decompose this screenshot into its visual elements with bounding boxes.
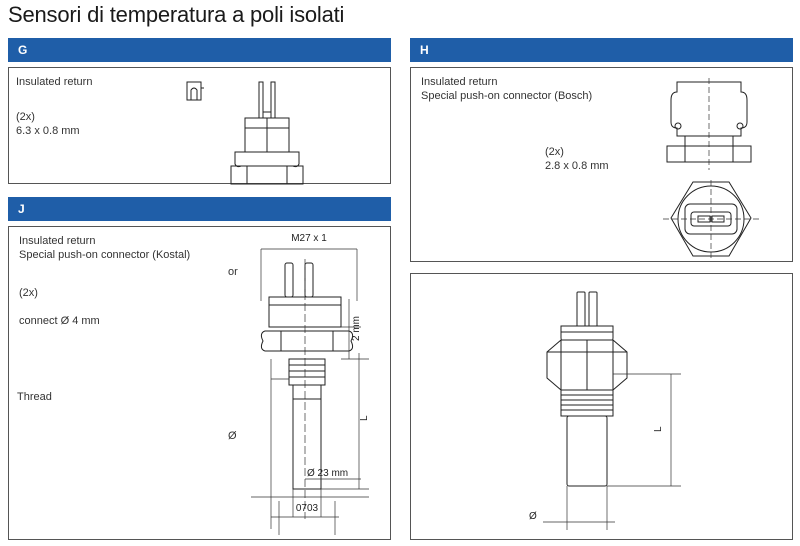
section-panel-photo: L Ø: [410, 273, 793, 540]
j-connector-label: Special push-on connector (Kostal): [19, 249, 191, 261]
section-header-h: H: [410, 38, 793, 62]
j-thread-label: Thread: [17, 391, 52, 403]
photo-diameter-dim-label: Ø: [529, 511, 537, 522]
h-size-label: 2.8 x 0.8 mm: [545, 160, 609, 172]
section-panel-j: Insulated return Special push-on connect…: [8, 226, 391, 540]
g-size-label: 6.3 x 0.8 mm: [16, 125, 80, 137]
h-connector-label: Special push-on connector (Bosch): [421, 90, 593, 102]
j-code-dim-label: 0703: [296, 503, 319, 514]
j-count-label: (2x): [19, 287, 38, 299]
j-length-dim-label: L: [359, 415, 370, 421]
section-panel-g: Insulated return (2x) 6.3 x 0.8 mm: [8, 67, 391, 185]
j-height-dim-label: 2 mm: [351, 316, 362, 341]
g-sensor-drawing: [230, 81, 304, 185]
section-header-j: J: [8, 197, 391, 221]
j-return-label: Insulated return: [19, 235, 96, 247]
j-thread-dim-label: M27 x 1: [291, 233, 327, 244]
photo-length-dim-label: L: [653, 426, 664, 432]
g-count-label: (2x): [16, 111, 35, 123]
j-connect-label: connect Ø 4 mm: [19, 315, 100, 327]
h-return-label: Insulated return: [421, 76, 498, 88]
g-connector-icon: [186, 81, 204, 101]
section-panel-h: Insulated return Special push-on connect…: [410, 67, 793, 262]
j-or-label: or: [228, 266, 238, 278]
h-count-label: (2x): [545, 146, 564, 158]
section-header-g: G: [8, 38, 391, 62]
h-sensor-top-drawing: [663, 180, 759, 260]
g-return-label: Insulated return: [16, 76, 93, 88]
j-flange-dim-label: Ø 23 mm: [307, 468, 348, 479]
sensor-photo-drawing: L Ø: [529, 291, 681, 530]
j-diameter-label: Ø: [228, 430, 237, 442]
page-title: Sensori di temperatura a poli isolati: [8, 2, 345, 27]
h-sensor-side-drawing: [666, 78, 752, 170]
j-sensor-drawing: M27 x 1 2 mm L Ø 23 mm: [251, 233, 370, 535]
